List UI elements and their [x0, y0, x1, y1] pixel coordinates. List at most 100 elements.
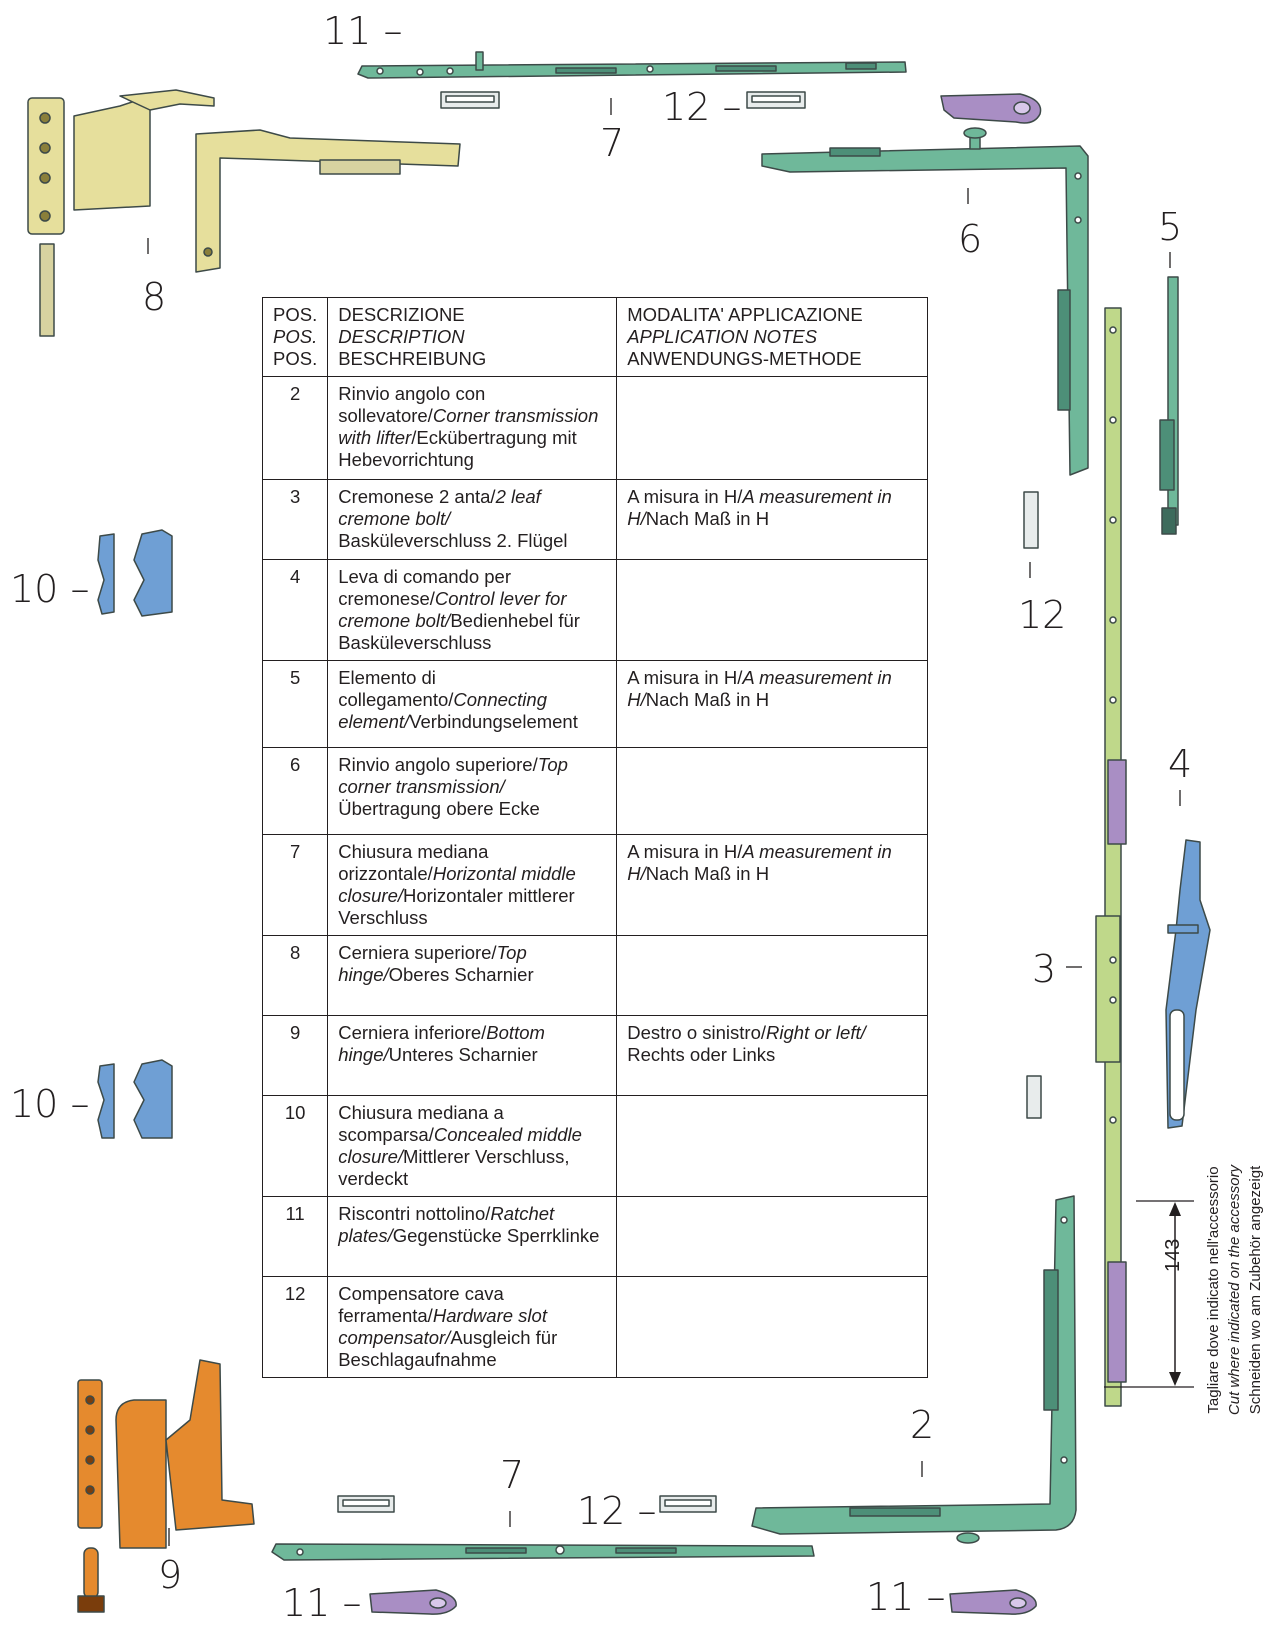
header-desc-it: DESCRIZIONE [338, 304, 465, 325]
desc-en: Ratchet plates/ [338, 1203, 555, 1246]
callout-3: 3 [1032, 947, 1057, 991]
bottom-corner-transmission [751, 1195, 1077, 1544]
header-pos-it: POS. [273, 304, 318, 325]
row-description: Leva di comando per cremonese/Control le… [327, 559, 618, 661]
header-mode-de: ANWENDUNGS-METHODE [627, 348, 862, 369]
header-application: MODALITA' APPLICAZIONE APPLICATION NOTES… [616, 297, 928, 377]
slot-compensator-bottom-right [659, 1495, 717, 1513]
desc-de: Ausgleich für Beschlagaufnahme [338, 1327, 558, 1370]
row-pos: 11 [261, 1196, 329, 1277]
row-description: Cremonese 2 anta/2 leaf cremone bolt/ Ba… [327, 479, 618, 560]
row-application: A misura in H/A measurement in H/Nach Ma… [616, 479, 928, 560]
top-hinge [27, 89, 461, 337]
desc-it: Cerniera superiore/ [338, 942, 497, 963]
horizontal-middle-closure-top [357, 51, 907, 79]
ratchet-plate-bottom-right [949, 1589, 1037, 1615]
row-application: A misura in H/A measurement in H/Nach Ma… [616, 660, 928, 748]
callout-6: 6 [958, 217, 983, 261]
header-pos-de: POS. [273, 348, 318, 369]
horizontal-middle-closure-bottom [271, 1543, 815, 1561]
note-it: A misura in H/ [627, 841, 743, 862]
cremone-bolt-2-leaf [1095, 307, 1127, 1407]
control-lever [1165, 839, 1211, 1129]
desc-de: Mittlerer Verschluss, verdeckt [338, 1146, 570, 1189]
header-description: DESCRIZIONE DESCRIPTION BESCHREIBUNG [327, 297, 618, 377]
slot-compensator-right-upper [1023, 491, 1039, 549]
desc-de: Gegenstücke Sperrklinke [392, 1225, 600, 1246]
slot-compensator-top-right [746, 91, 806, 109]
callout-11-bottom-left: 11 – [282, 1581, 362, 1625]
desc-it: Chiusura mediana a scomparsa/ [338, 1102, 504, 1145]
row-pos: 5 [261, 660, 329, 748]
desc-en: Hardware slot compensator/ [338, 1305, 547, 1348]
row-description: Rinvio angolo con sollevatore/Corner tra… [327, 376, 618, 480]
note-en: A measurement in H/ [627, 841, 892, 884]
row-application [616, 1095, 928, 1197]
desc-en: Top corner transmission/ [338, 754, 568, 797]
header-mode-en: APPLICATION NOTES [627, 326, 818, 347]
callout-4: 4 [1168, 742, 1193, 786]
row-application: A misura in H/A measurement in H/Nach Ma… [616, 834, 928, 936]
callout-2: 2 [910, 1403, 935, 1447]
desc-it: Compensatore cava ferramenta/ [338, 1283, 504, 1326]
top-corner-transmission [761, 127, 1089, 476]
row-description: Elemento di collegamento/Connecting elem… [327, 660, 618, 748]
callout-11-bottom-right: 11 – [866, 1575, 946, 1619]
table-row: 6 Rinvio angolo superiore/Top corner tran… [261, 747, 928, 835]
desc-en: 2 leaf cremone bolt/ [338, 486, 541, 529]
row-description: Chiusura mediana orizzontale/Horizontal … [327, 834, 618, 936]
row-pos: 6 [261, 747, 329, 835]
bottom-hinge [77, 1359, 255, 1613]
note-de: Rechts oder Links [627, 1044, 776, 1065]
desc-it: Riscontri nottolino/ [338, 1203, 491, 1224]
ratchet-plate-bottom-left [369, 1589, 457, 1615]
dimension-label: 143 [1162, 1238, 1184, 1272]
desc-de: Verbindungselement [409, 711, 578, 732]
cut-note-it: Tagliare dove indicato nell'accessorio [1205, 1166, 1222, 1414]
note-en: A measurement in H/ [627, 486, 892, 529]
callout-12-bottom: 12 – [577, 1489, 657, 1533]
desc-en: Connecting element/ [338, 689, 547, 732]
row-application [616, 376, 928, 480]
callout-5: 5 [1158, 205, 1183, 249]
desc-de: Bedienhebel für Basküleverschluss [338, 610, 580, 653]
desc-en: Control lever for cremone bolt/ [338, 588, 567, 631]
header-pos-en: POS. [273, 326, 318, 347]
slot-compensator-right-lower [1026, 1075, 1042, 1119]
row-pos: 8 [261, 935, 329, 1016]
cut-note-de: Schneiden wo am Zubehör angezeigt [1247, 1165, 1264, 1415]
row-application [616, 1276, 928, 1378]
desc-de: /Eckübertragung mit Hebevorrichtung [338, 427, 577, 470]
cut-note: Tagliare dove indicato nell'accessorio C… [1203, 1115, 1266, 1465]
desc-it: Chiusura mediana orizzontale/ [338, 841, 489, 884]
note-it: A misura in H/ [627, 667, 743, 688]
desc-en: Top hinge/ [338, 942, 527, 985]
row-pos: 2 [261, 376, 329, 480]
callout-9: 9 [158, 1553, 183, 1597]
row-application [616, 747, 928, 835]
desc-it: Rinvio angolo superiore/ [338, 754, 538, 775]
row-description: Cerniera superiore/Top hinge/Oberes Scha… [327, 935, 618, 1016]
row-application [616, 559, 928, 661]
row-application [616, 935, 928, 1016]
slot-compensator-bottom-left [337, 1495, 395, 1513]
row-pos: 10 [261, 1095, 329, 1197]
row-application: Destro o sinistro/Right or left/ Rechts … [616, 1015, 928, 1096]
concealed-middle-closure-a [97, 529, 173, 617]
desc-en: Concealed middle closure/ [338, 1124, 582, 1167]
dimension-arrow [1169, 1202, 1181, 1386]
table-header-row: POS. POS. POS. DESCRIZIONE DESCRIPTION B… [261, 297, 928, 377]
note-de: Nach Maß in H [645, 689, 770, 710]
callout-11-top: 11 – [323, 9, 403, 53]
desc-en: Horizontal middle closure/ [338, 863, 576, 906]
row-pos: 12 [261, 1276, 329, 1378]
leader-lines [147, 98, 1194, 1546]
row-description: Cerniera inferiore/Bottom hinge/Unteres … [327, 1015, 618, 1096]
callout-10-a: 10 – [10, 567, 90, 611]
